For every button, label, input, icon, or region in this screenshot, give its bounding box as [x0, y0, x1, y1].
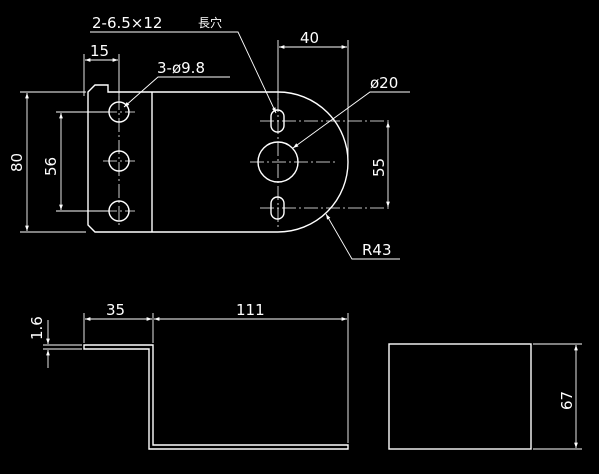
dim-80-label: 80 — [8, 153, 26, 172]
dim-40-label: 40 — [300, 29, 319, 47]
radius-note-label: R43 — [362, 241, 392, 259]
side-profile — [83, 344, 349, 450]
dim-55-label: 55 — [370, 158, 388, 177]
leader-radius — [325, 213, 400, 260]
hole-note-label: 3-ø9.8 — [157, 59, 205, 77]
top-view: 40 15 2-6.5×12 長穴 3-ø9.8 ø20 80 56 55 R4… — [8, 14, 410, 260]
dim-35-label: 35 — [106, 301, 125, 319]
side-view: 1.6 35 111 — [28, 301, 349, 450]
leader-diameter — [292, 91, 410, 149]
leader-holes — [123, 76, 230, 108]
end-view: 67 — [388, 343, 582, 450]
dia-note-label: ø20 — [370, 74, 398, 92]
dim-67-label: 67 — [558, 391, 576, 410]
end-view-rect — [388, 343, 532, 450]
dim-15-label: 15 — [90, 42, 109, 60]
leader-slot — [90, 31, 277, 114]
dim-thickness-label: 1.6 — [28, 316, 46, 340]
dim-111-label: 111 — [236, 301, 265, 319]
slot-note-label: 2-6.5×12 — [92, 14, 162, 32]
dim-56-label: 56 — [42, 157, 60, 176]
slot-note-suffix: 長穴 — [198, 15, 222, 30]
